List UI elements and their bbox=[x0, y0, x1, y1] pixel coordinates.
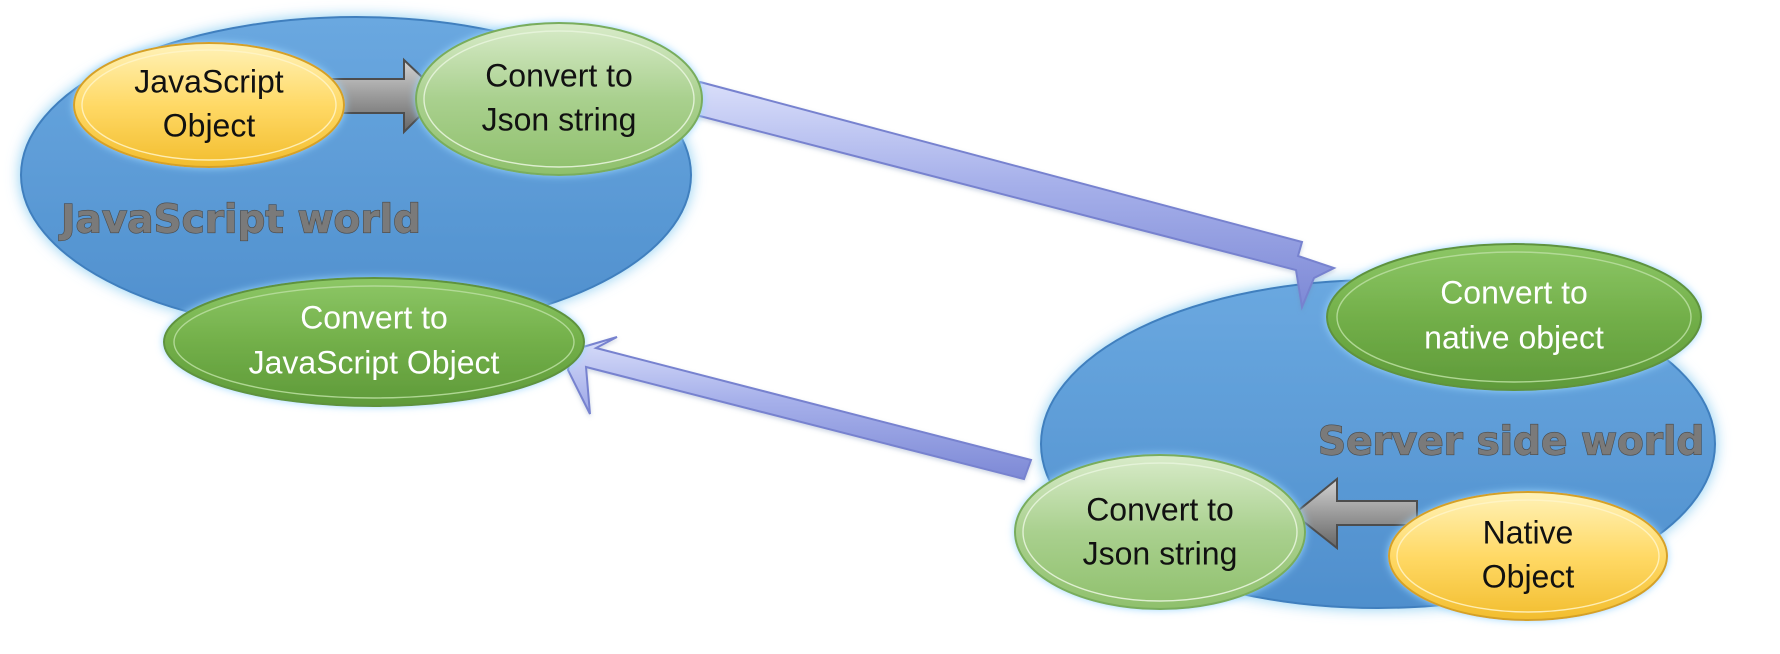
convert-to-native-object-label-line1: Convert to bbox=[1440, 274, 1588, 310]
convert-to-json-server-label-line1: Convert to bbox=[1086, 491, 1234, 527]
transfer-arrow-to-server bbox=[690, 80, 1337, 311]
javascript-world-label: JavaScript world bbox=[58, 198, 421, 243]
convert-to-json-server-node bbox=[1014, 454, 1306, 610]
convert-to-javascript-object-label-line1: Convert to bbox=[300, 299, 448, 335]
native-object-label-line1: Native bbox=[1483, 514, 1574, 550]
javascript-object-label-line2: Object bbox=[163, 107, 256, 143]
native-object-label-line2: Object bbox=[1482, 558, 1575, 594]
arrow-native-object-to-json bbox=[1292, 476, 1418, 551]
transfer-arrow-to-javascript bbox=[566, 336, 1033, 481]
native-object-node bbox=[1388, 491, 1668, 621]
convert-to-json-js-node bbox=[415, 22, 703, 176]
javascript-object-node bbox=[73, 42, 345, 168]
convert-to-json-js-label-line1: Convert to bbox=[485, 57, 633, 93]
javascript-object-label-line1: JavaScript bbox=[134, 63, 284, 99]
convert-to-json-js-label-line2: Json string bbox=[482, 101, 637, 137]
convert-to-javascript-object-node bbox=[163, 277, 585, 407]
server-world-label: Server side world bbox=[1318, 420, 1704, 465]
convert-to-native-object-label-line2: native object bbox=[1424, 319, 1604, 355]
convert-to-javascript-object-label-line2: JavaScript Object bbox=[249, 344, 500, 380]
convert-to-json-server-label-line2: Json string bbox=[1083, 535, 1238, 571]
convert-to-native-object-node bbox=[1326, 243, 1702, 391]
